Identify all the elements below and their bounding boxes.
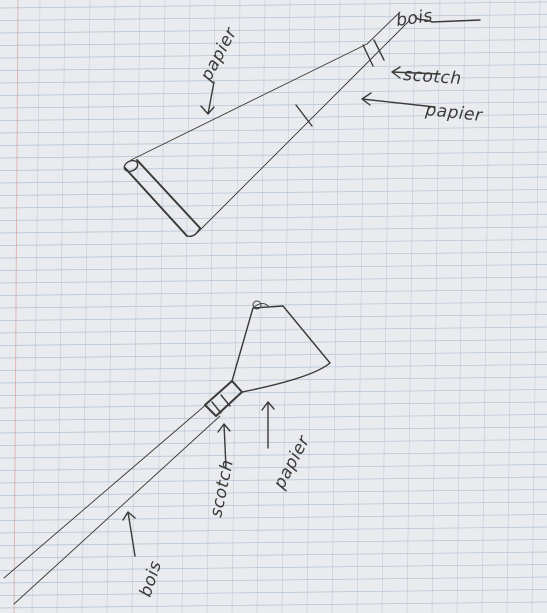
label-scotch-top: scotch — [403, 65, 463, 89]
